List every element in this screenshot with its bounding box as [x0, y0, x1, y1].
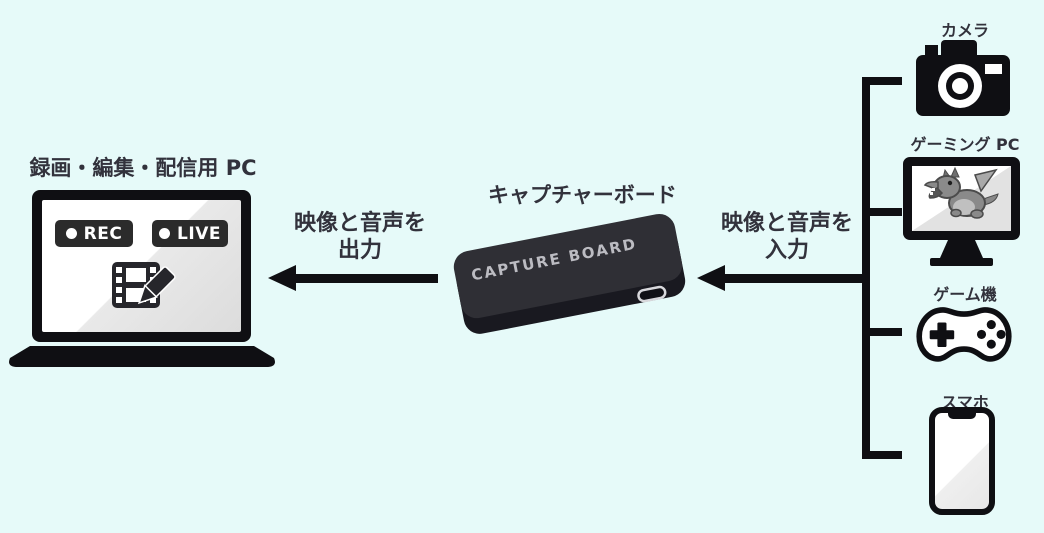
input-label-line2: 入力: [764, 238, 809, 263]
input-arrow-label: 映像と音声を 入力: [707, 210, 867, 264]
output-arrow: [268, 265, 438, 291]
output-label-line2: 出力: [337, 238, 382, 263]
connector-trunk: [862, 77, 870, 459]
connector-branch-game-console: [862, 328, 902, 336]
pc-title: 録画・編集・配信用 PC: [29, 156, 257, 180]
connector-branch-camera: [862, 77, 902, 85]
usb-port-icon: [637, 285, 667, 303]
capture-board-device: CAPTURE BOARD: [453, 213, 686, 334]
input-arrowhead-icon: [697, 265, 725, 291]
gaming-pc-label: ゲーミング PC: [910, 135, 1020, 154]
game-console-label: ゲーム機: [933, 285, 997, 304]
rec-badge: REC: [55, 220, 133, 247]
video-edit-icon: [112, 262, 176, 308]
camera-icon: [916, 40, 1010, 116]
output-arrow-shaft: [294, 274, 438, 283]
capture-board-title: キャプチャーボード: [488, 183, 677, 207]
dragon-illustration: [923, 166, 999, 219]
live-badge: LIVE: [152, 220, 228, 247]
phone-notch: [948, 412, 976, 419]
camera-label: カメラ: [940, 21, 989, 40]
input-arrow: [697, 265, 870, 291]
rec-badge-label: REC: [83, 223, 123, 244]
live-dot-icon: [159, 228, 171, 239]
output-label-line1: 映像と音声を: [293, 211, 426, 236]
output-arrow-label: 映像と音声を 出力: [280, 210, 440, 264]
connector-branch-smartphone: [862, 451, 902, 459]
record-dot-icon: [65, 228, 77, 239]
output-arrowhead-icon: [268, 265, 296, 291]
gaming-pc-icon: [903, 157, 1020, 266]
laptop-display: REC LIVE: [42, 200, 241, 332]
input-arrow-shaft: [723, 274, 870, 283]
connector-branch-gaming-pc: [862, 208, 902, 216]
game-console-icon: [916, 307, 1012, 362]
laptop-base: [9, 346, 275, 367]
live-badge-label: LIVE: [177, 223, 221, 244]
input-label-line1: 映像と音声を: [720, 211, 853, 236]
smartphone-icon: [929, 407, 995, 515]
laptop: REC LIVE: [32, 190, 251, 342]
